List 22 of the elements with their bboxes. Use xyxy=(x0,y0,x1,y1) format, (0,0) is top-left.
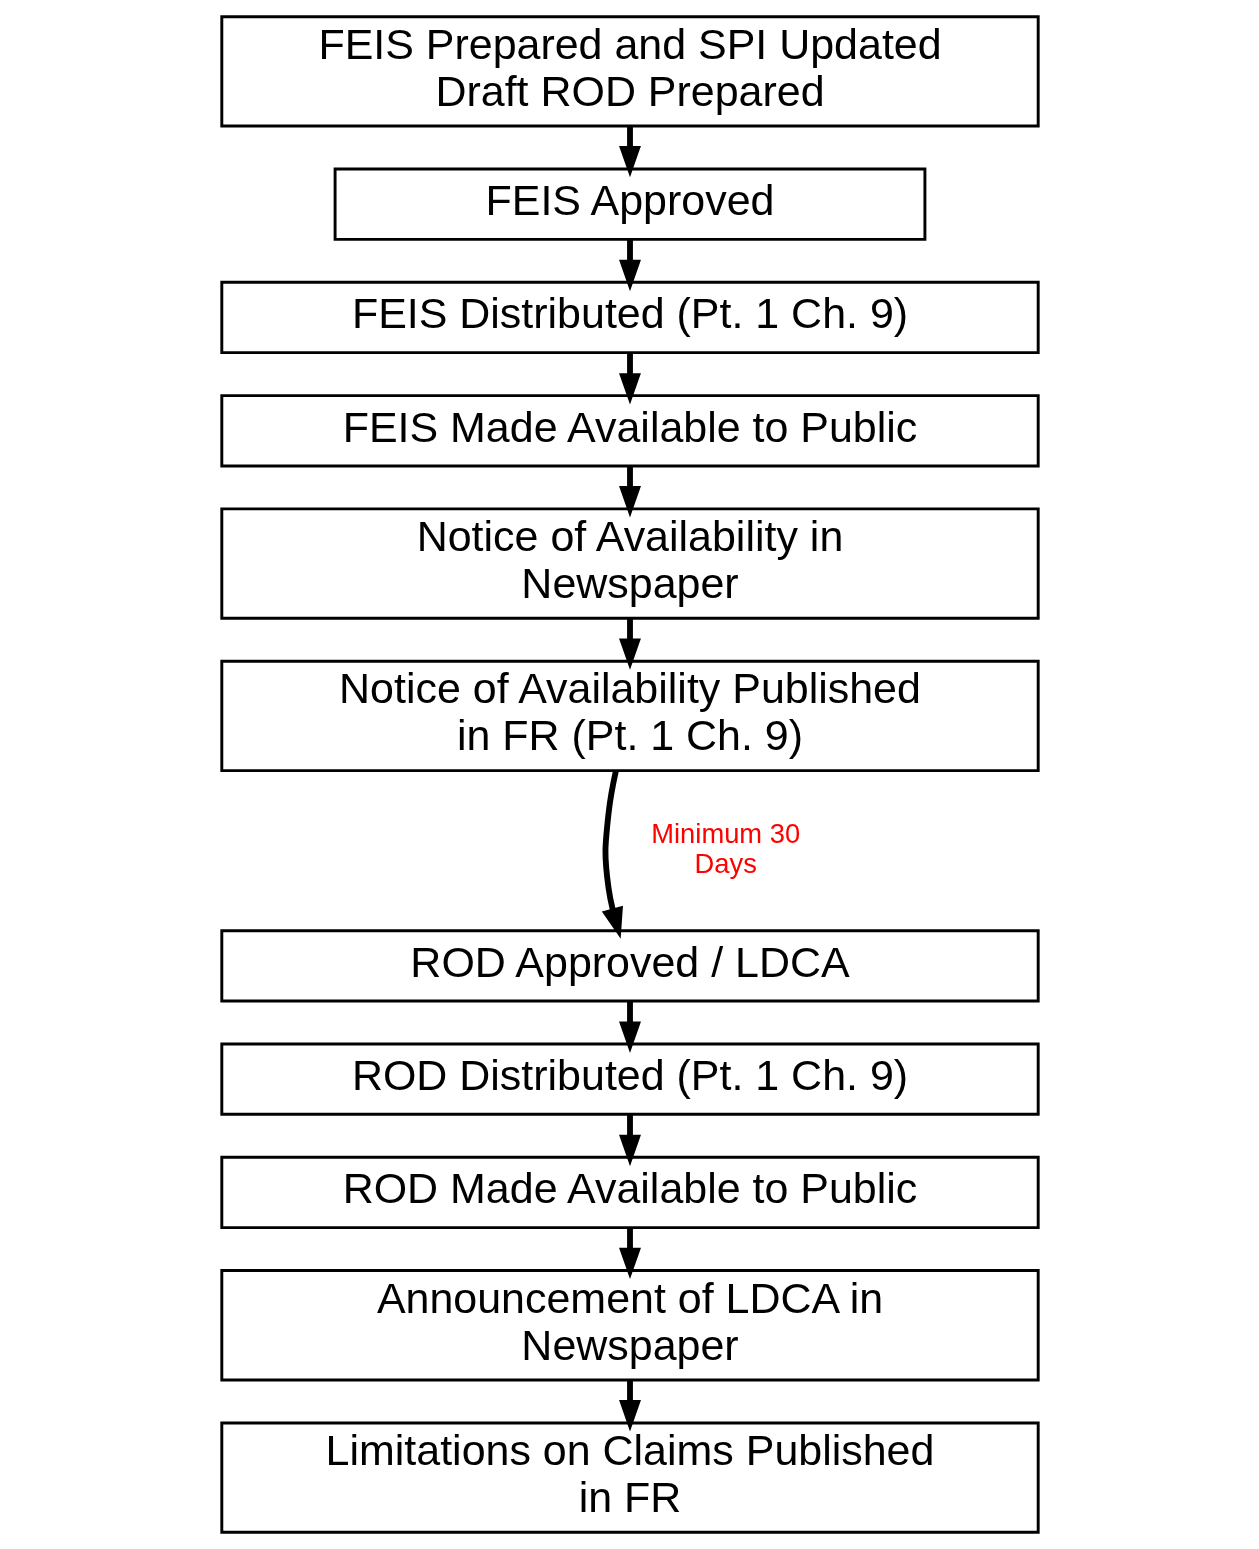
node-box: ROD Approved / LDCA xyxy=(219,929,1040,1003)
arrow xyxy=(618,352,641,405)
arrow xyxy=(618,1228,641,1280)
arrow xyxy=(601,770,623,939)
node-box: Limitations on Claims Published in FR xyxy=(219,1421,1040,1534)
arrow xyxy=(618,1001,641,1053)
arrow xyxy=(618,239,641,292)
arrow xyxy=(618,126,641,178)
node-box: FEIS Distributed (Pt. 1 Ch. 9) xyxy=(219,280,1040,355)
node-box: Notice of Availability in Newspaper xyxy=(219,507,1040,620)
node-box: FEIS Prepared and SPI Updated Draft ROD Prepared xyxy=(219,15,1040,128)
arrow xyxy=(618,466,641,518)
arrow xyxy=(618,1114,641,1167)
node-box: ROD Distributed (Pt. 1 Ch. 9) xyxy=(219,1042,1040,1116)
node-box: FEIS Made Available to Public xyxy=(219,394,1040,468)
node-box: Notice of Availability Published in FR (Pt. 1 Ch. 9) xyxy=(219,659,1040,773)
node-box: FEIS Approved xyxy=(333,167,926,241)
arrow xyxy=(618,618,641,670)
node-box: Announcement of LDCA in Newspaper xyxy=(219,1269,1040,1382)
node-box: ROD Made Available to Public xyxy=(219,1155,1040,1230)
label: Minimum 30 Days xyxy=(650,818,800,879)
arrow xyxy=(618,1379,641,1432)
